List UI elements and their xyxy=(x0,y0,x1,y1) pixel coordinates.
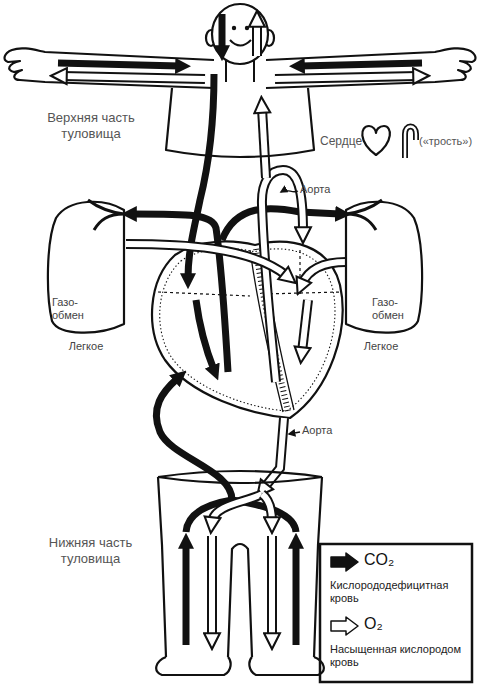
lung-label: Легкое xyxy=(44,340,128,353)
head-vein xyxy=(219,14,226,50)
leg-artery xyxy=(207,536,217,638)
cane-label: («трость») xyxy=(419,135,472,147)
arm-vein xyxy=(300,63,422,66)
descending-aorta xyxy=(264,418,284,488)
left-arm xyxy=(5,48,214,88)
lower-body-region: Нижняя часть туловища xyxy=(150,465,330,680)
leg-vein xyxy=(293,544,300,645)
pulmonary-artery xyxy=(132,214,228,372)
heart-label: Сердце xyxy=(320,134,362,148)
pulmonary-artery xyxy=(222,209,340,240)
cane-icon xyxy=(405,127,416,159)
lung-label: Легкое xyxy=(336,340,426,353)
region-outline xyxy=(336,196,426,361)
right-arm xyxy=(266,48,475,88)
leader-line xyxy=(289,432,300,434)
legend-arrow xyxy=(331,553,358,571)
arm-vein xyxy=(58,63,180,66)
arm-artery xyxy=(62,76,205,79)
aorta-branch xyxy=(262,108,266,178)
region-outline xyxy=(150,465,330,680)
region-outline-path xyxy=(166,88,314,157)
aorta-label: Аорта xyxy=(300,183,330,195)
pulmonary-vein xyxy=(302,262,346,284)
legend-text: Насыщенная кислородом кровь xyxy=(330,643,465,669)
pulmonary-vein xyxy=(126,244,287,276)
pulmonary-vein xyxy=(126,244,287,276)
legend-text: Кислорододефицитная кровь xyxy=(330,579,465,605)
arm-artery xyxy=(275,76,418,79)
left-heart-flow xyxy=(302,300,308,352)
leg-artery xyxy=(269,536,275,638)
arm-artery xyxy=(275,76,418,79)
legend-arrow-sample xyxy=(330,616,360,636)
gas-symbol: CO₂ xyxy=(364,551,394,569)
head-artery xyxy=(252,22,262,56)
head xyxy=(212,4,268,64)
region-outline-path xyxy=(156,471,324,675)
lung-vessel xyxy=(346,200,382,230)
leg-artery xyxy=(267,536,277,638)
region-label: Верхняя часть туловища xyxy=(32,110,150,141)
gas-symbol: O₂ xyxy=(364,615,383,633)
heart-icon xyxy=(362,126,390,155)
left-heart-flow xyxy=(302,300,308,352)
smile xyxy=(230,40,251,46)
eye xyxy=(245,26,249,30)
leader-line xyxy=(281,191,298,192)
leg-artery xyxy=(209,536,215,638)
head-artery xyxy=(254,22,260,56)
descending-aorta xyxy=(264,418,284,488)
right-heart-flow xyxy=(196,300,214,370)
upper-torso-region: Верхняя часть туловища xyxy=(160,84,320,166)
pulmonary-vein xyxy=(302,262,346,284)
legend-frame xyxy=(320,544,472,682)
leg-artery xyxy=(262,494,272,522)
gas-exchange-label: Газо-обмен xyxy=(52,296,104,322)
region-outline xyxy=(160,84,320,166)
lung-region: Газо-обменЛегкое xyxy=(336,196,426,361)
aorta-branch xyxy=(262,108,266,178)
leg-vein xyxy=(183,544,190,645)
cane-icon xyxy=(405,127,416,159)
region-outline-path xyxy=(48,202,124,333)
leg-artery xyxy=(212,494,262,522)
eye xyxy=(232,26,236,30)
legend-arrow-sample xyxy=(330,552,360,572)
lung-vessel xyxy=(88,200,124,230)
leg-artery xyxy=(262,494,272,522)
arm-artery xyxy=(62,76,205,79)
gas-exchange-label: Газо-обмен xyxy=(372,296,424,322)
region-outline xyxy=(44,196,128,361)
aorta-label: Аорта xyxy=(302,424,332,436)
leg-artery xyxy=(212,494,262,522)
legend-arrow xyxy=(331,617,358,635)
lung-region: Газо-обменЛегкое xyxy=(44,196,128,361)
region-label: Нижняя часть туловища xyxy=(38,535,143,566)
